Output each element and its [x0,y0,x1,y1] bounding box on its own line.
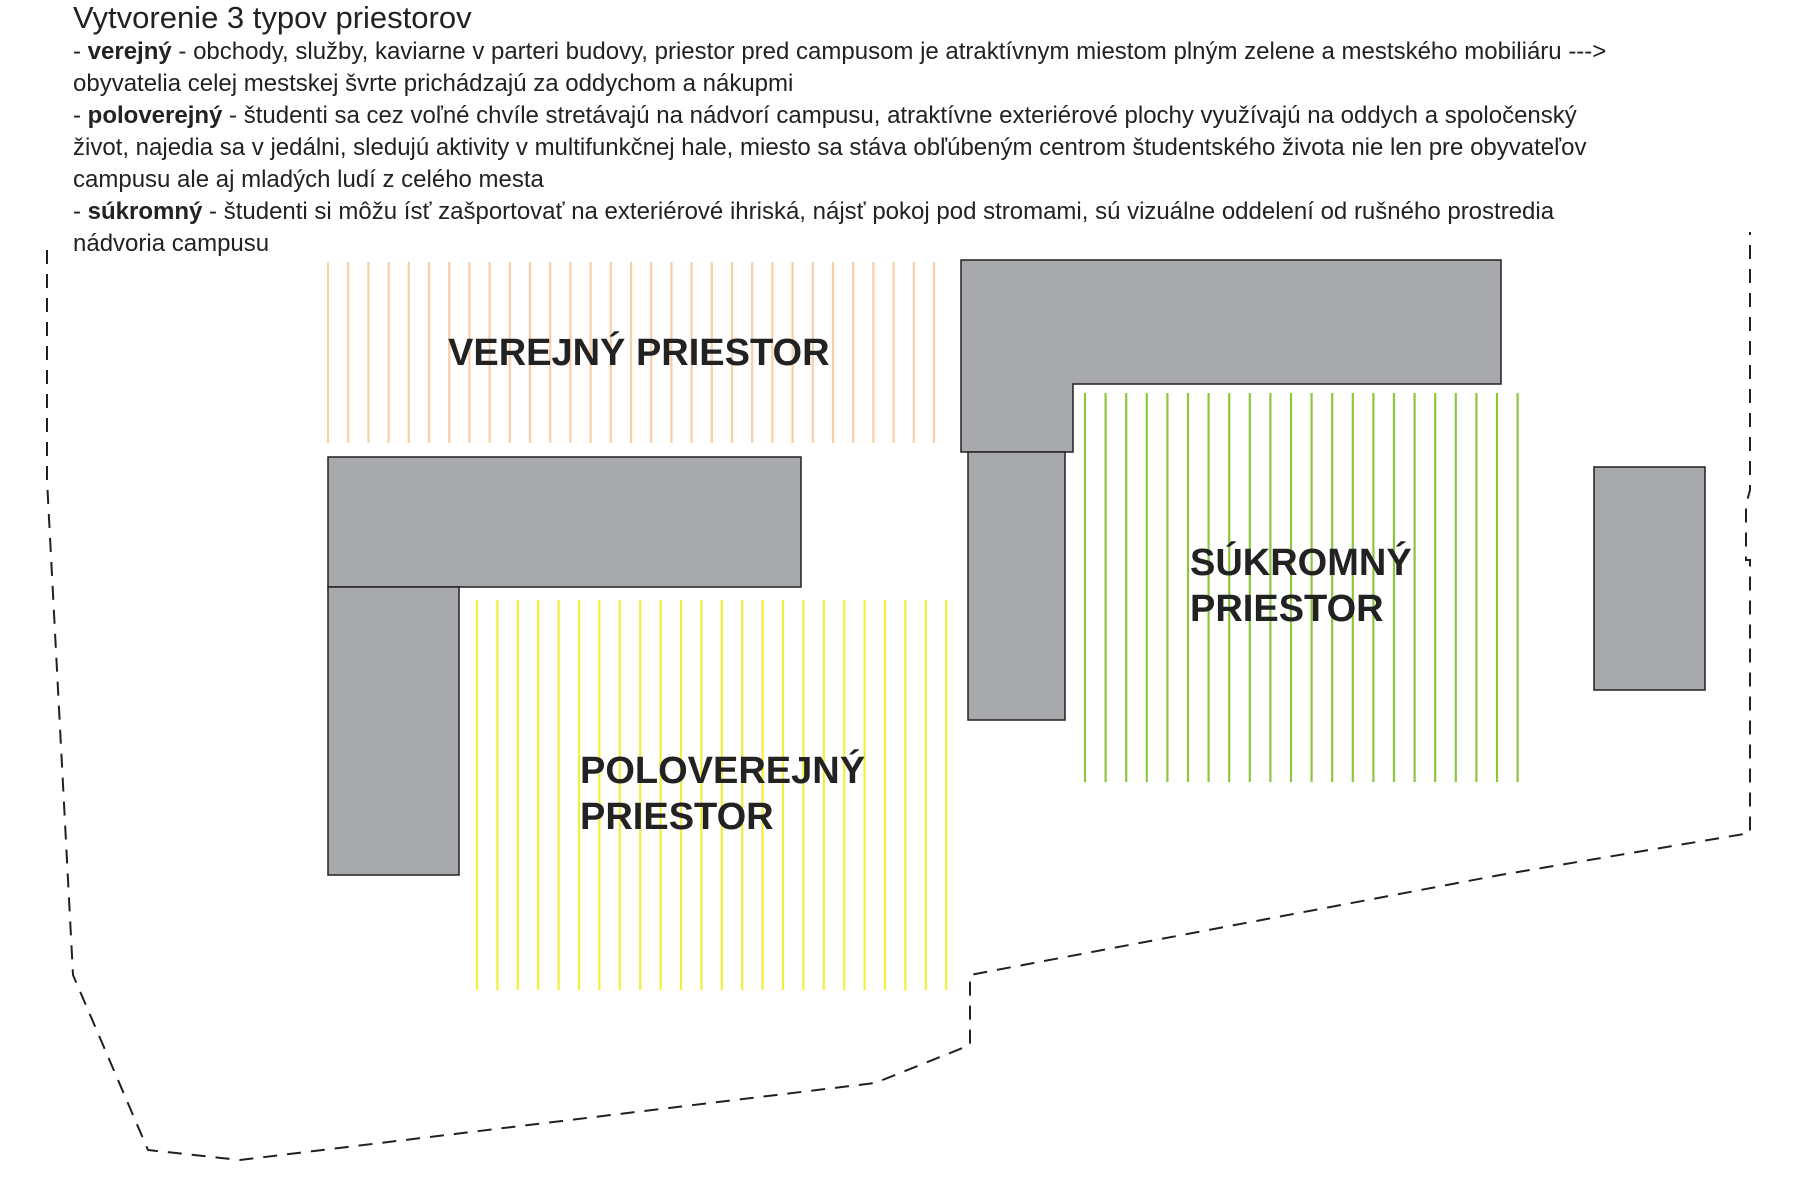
building-right [1593,466,1706,691]
semipublic-zone-label: POLOVEREJNÝ PRIESTOR [580,750,866,838]
semipublic-term: poloverejný [87,102,223,129]
private-zone-label: SÚKROMNÝ PRIESTOR [1190,542,1412,630]
private-term: súkromný [87,198,203,225]
page-title: Vytvorenie 3 typov priestorov [73,0,472,35]
semipublic-description-cont: život, najedia sa v jedálni, sledujú akt… [73,134,1587,161]
building-left-wing [327,586,460,876]
semipublic-description: - poloverejný - študenti sa cez voľné ch… [73,102,1577,129]
building-left-top [327,456,802,588]
public-zone-label: VEREJNÝ PRIESTOR [448,332,830,374]
description-block: Vytvorenie 3 typov priestorov - verejný … [73,0,1773,260]
public-description-cont: obyvatelia celej mestskej švrte prichádz… [73,70,794,97]
building-center-wing [967,451,1066,721]
semipublic-space-hatch [475,600,948,990]
semipublic-description-cont2: campusu ale aj mladých ludí z celého mes… [73,166,544,193]
private-space-hatch [1083,393,1519,782]
private-description-cont: nádvoria campusu [73,230,270,257]
public-description: - verejný - obchody, služby, kaviarne v … [73,38,1607,65]
public-space-hatch [326,262,936,443]
building-center-l-shape [960,259,1502,453]
private-description: - súkromný - študenti si môžu ísť zašpor… [73,198,1555,225]
public-term: verejný [87,38,172,65]
